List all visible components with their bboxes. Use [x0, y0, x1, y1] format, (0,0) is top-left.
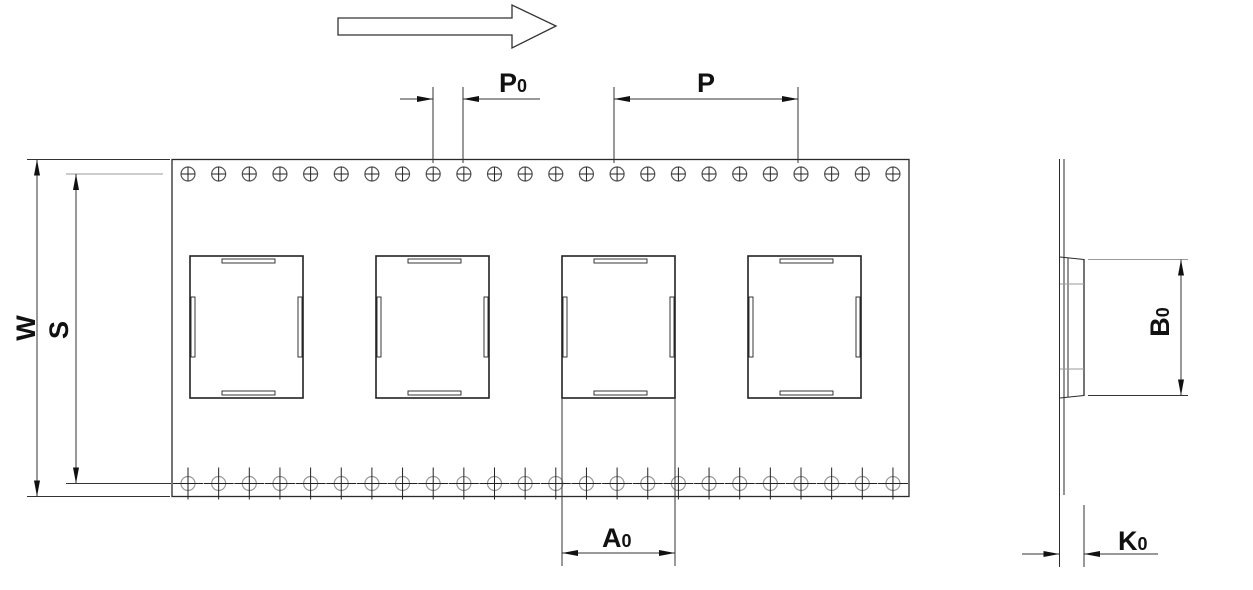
sprocket-hole-bottom [173, 467, 203, 500]
sprocket-hole-bottom [632, 467, 663, 500]
sprocket-hole-bottom [602, 467, 633, 500]
tape-outline [171, 158, 910, 498]
sprocket-hole-bottom [295, 467, 326, 500]
sprocket-hole-bottom [356, 467, 387, 500]
sprocket-hole-top [854, 166, 870, 182]
dimension-b0: B0 [1088, 259, 1188, 396]
dimension-p0: P0 [400, 68, 540, 163]
sprocket-hole-bottom [663, 467, 694, 500]
sprocket-hole-top [241, 166, 257, 182]
sprocket-hole-top [548, 166, 564, 182]
dimension-w: W [11, 159, 170, 497]
sprocket-hole-bottom [755, 467, 786, 500]
sprocket-hole-top [609, 166, 625, 182]
sprocket-hole-bottom [448, 467, 479, 500]
sprocket-hole-top [486, 166, 503, 182]
sprocket-hole-top [824, 166, 840, 182]
label-p0: P0 [499, 68, 527, 98]
component-pocket [375, 255, 490, 399]
sprocket-hole-top [394, 166, 411, 182]
sprocket-hole-bottom [264, 467, 295, 500]
sprocket-hole-bottom [387, 467, 418, 500]
sprocket-hole-top [333, 166, 349, 182]
label-b0: B0 [1145, 307, 1175, 337]
sprocket-hole-bottom [203, 467, 234, 500]
dimension-s: S [44, 173, 171, 484]
sprocket-hole-top [793, 166, 809, 182]
sprocket-hole-top [425, 166, 441, 182]
component-pocket [747, 255, 862, 399]
sprocket-hole-top [732, 166, 748, 182]
sprocket-hole-bottom [540, 467, 571, 500]
sprocket-hole-top [578, 166, 595, 182]
sprocket-hole-bottom [847, 467, 878, 500]
sprocket-hole-top [272, 166, 288, 182]
sprocket-hole-top [517, 166, 533, 182]
dimension-k0: K0 [1022, 505, 1158, 567]
sprocket-holes-bottom-row [173, 467, 908, 500]
label-a0: A0 [602, 523, 632, 553]
feed-direction-arrow-icon [337, 3, 558, 50]
component-pockets [189, 255, 862, 399]
sprocket-hole-bottom [510, 467, 541, 500]
sprocket-hole-bottom [816, 467, 847, 500]
sprocket-hole-bottom [418, 467, 449, 500]
component-pocket [561, 255, 676, 399]
sprocket-hole-top [640, 166, 656, 182]
label-w: W [11, 315, 41, 341]
sprocket-hole-top [762, 166, 778, 182]
sprocket-hole-bottom [694, 467, 725, 500]
sprocket-hole-bottom [326, 467, 357, 500]
sprocket-holes-top-row [180, 166, 901, 182]
sprocket-hole-top [364, 166, 380, 182]
tape-plan-view [171, 158, 910, 500]
sprocket-hole-top [456, 166, 472, 182]
sprocket-hole-top [701, 166, 717, 182]
sprocket-hole-top [211, 166, 227, 182]
sprocket-hole-bottom [724, 467, 755, 500]
sprocket-hole-top [885, 166, 901, 182]
sprocket-hole-bottom [479, 467, 510, 500]
sprocket-hole-top [303, 166, 319, 182]
sprocket-hole-top [670, 166, 687, 182]
label-s: S [44, 321, 74, 339]
label-p: P [697, 68, 715, 98]
sprocket-hole-top [180, 166, 196, 182]
sprocket-hole-bottom [234, 467, 265, 500]
dimension-p: P [613, 68, 799, 163]
component-pocket [189, 255, 304, 399]
dimension-a0: A0 [561, 398, 676, 566]
tape-side-section-view [1059, 159, 1085, 567]
sprocket-hole-bottom [571, 467, 602, 500]
sprocket-hole-bottom [877, 467, 908, 500]
sprocket-hole-bottom [786, 467, 816, 500]
label-k0: K0 [1118, 526, 1148, 556]
